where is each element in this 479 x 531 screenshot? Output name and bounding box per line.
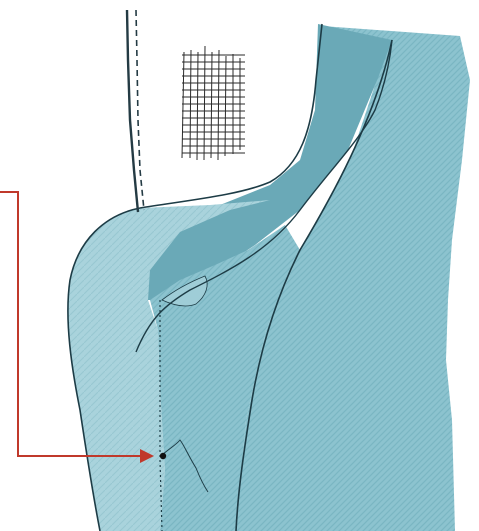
target-point-marker <box>160 453 166 459</box>
hatched-gauze <box>182 46 245 160</box>
instrument-right-dashed <box>136 10 144 210</box>
